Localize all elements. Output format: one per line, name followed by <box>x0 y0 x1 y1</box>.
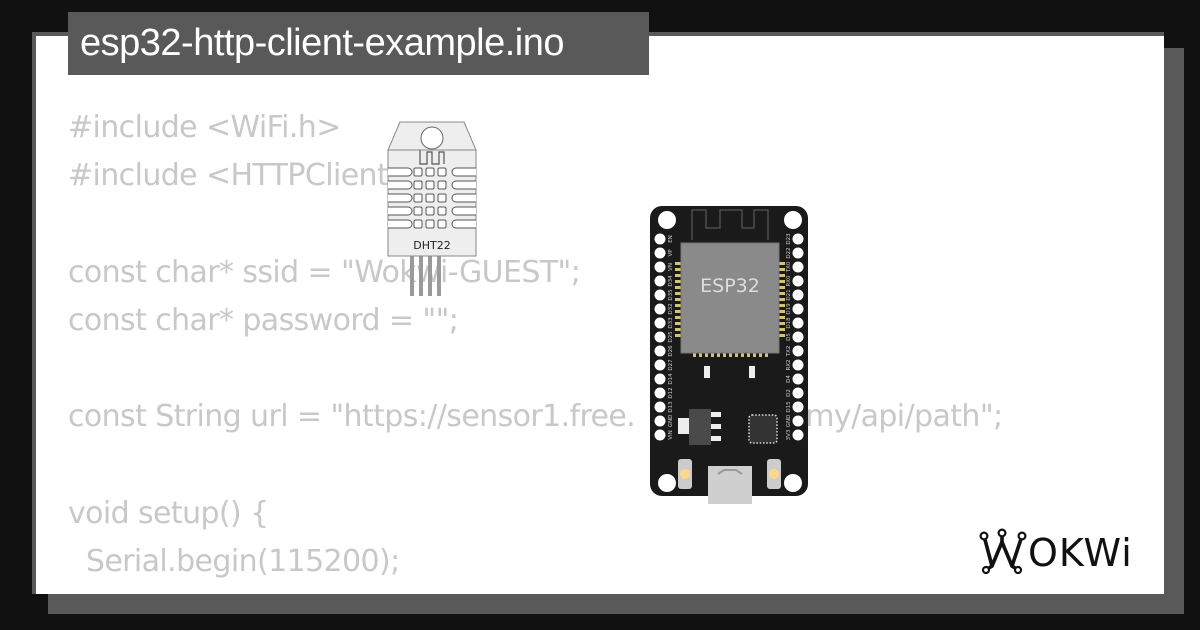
pin-label: D18 <box>786 317 792 329</box>
left-pin-labels: EN VP VN D34 D35 D32 D33 D25 D26 D27 D14… <box>668 235 674 440</box>
pin-label: D35 <box>668 289 674 301</box>
code-line: const char* password = ""; <box>68 302 459 338</box>
pin-label: RX0 <box>786 275 792 287</box>
chip-pads <box>675 262 785 357</box>
pin-label: D21 <box>786 289 792 300</box>
code-line: Serial.begin(115200); <box>68 543 400 579</box>
code-line: const String url = "https://sensor1.free… <box>68 399 1003 435</box>
pin-label: TX0 <box>786 261 792 273</box>
preview-card: #include <WiFi.h> #include <HTTPClient.h>… <box>32 32 1164 594</box>
right-pin-labels: D23 D22 TX0 RX0 D21 D19 D18 D5 TX2 RX2 D… <box>786 233 792 441</box>
code-line: #include <WiFi.h> <box>68 110 341 145</box>
pin-label: D23 <box>786 233 792 245</box>
pin-label: TX2 <box>786 346 792 358</box>
pin-label: D32 <box>668 303 674 314</box>
pin-label: D19 <box>786 303 792 315</box>
preview-card-body: #include <WiFi.h> #include <HTTPClient.h>… <box>36 36 1164 594</box>
pin-label: D33 <box>668 317 674 329</box>
pin-label: D25 <box>668 331 674 343</box>
pin-label: D27 <box>668 359 674 371</box>
pin-label: GND <box>786 415 792 428</box>
dht22-sensor: DHT22 <box>387 121 477 296</box>
dht22-label: DHT22 <box>413 239 450 252</box>
code-line: WiFi.begin(ssid, password); <box>68 586 1003 594</box>
wokwi-logo-text: OKWi <box>1028 531 1133 574</box>
code-line: const char* ssid = "Wokwi-GUEST"; <box>68 254 581 290</box>
pin-label: 3V3 <box>786 429 792 440</box>
pin-label: VP <box>668 249 674 257</box>
code-snippet: #include <WiFi.h> #include <HTTPClient.h>… <box>68 104 1003 594</box>
pin-label: D15 <box>786 401 792 413</box>
pin-label: D26 <box>668 345 674 357</box>
pin-label: VN <box>668 263 674 271</box>
code-line: void setup() { <box>68 495 269 531</box>
pin-label: RX2 <box>786 359 792 370</box>
pin-label: D34 <box>668 275 674 287</box>
pin-label: D22 <box>786 247 792 258</box>
pin-label: D4 <box>786 375 792 383</box>
dht22-grille-row <box>388 167 476 177</box>
code-line <box>68 200 1003 248</box>
pin-label: D14 <box>668 373 674 385</box>
wokwi-logo: OKWi <box>979 528 1133 574</box>
pin-label: EN <box>668 235 674 243</box>
esp32-module <box>680 242 780 354</box>
project-title: esp32-http-client-example.ino <box>68 12 649 75</box>
code-line: #include <HTTPClient.h> <box>68 158 441 194</box>
right-pin-holes <box>792 233 804 441</box>
pin-label: D2 <box>786 389 792 397</box>
pin-label: VIN <box>668 430 674 440</box>
left-pin-holes <box>654 233 666 441</box>
dht22-legs <box>410 254 441 296</box>
pin-label: GND <box>668 415 674 428</box>
code-line <box>68 345 1003 393</box>
esp32-module-label: ESP32 <box>700 275 760 297</box>
pin-label: D12 <box>668 387 674 398</box>
code-line <box>68 441 1003 489</box>
esp32-board: ESP32 EN VP VN D34 D35 D32 D33 D25 D26 D… <box>650 206 808 504</box>
pin-label: D13 <box>668 401 674 413</box>
pin-label: D5 <box>786 333 792 341</box>
